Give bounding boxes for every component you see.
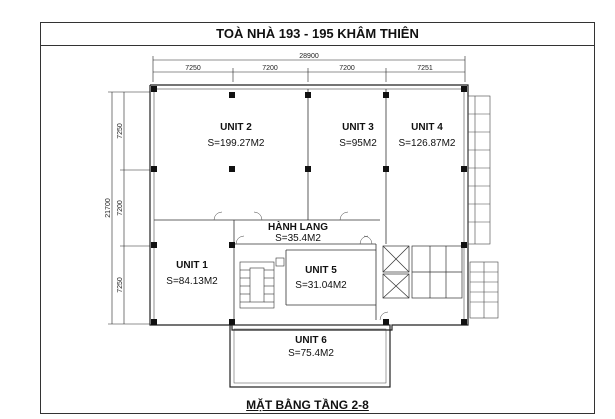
dim-bay-3: 7200 — [339, 65, 355, 72]
unit5-area: S=31.04M2 — [295, 280, 347, 291]
dim-overall-width: 28900 — [299, 53, 319, 60]
unit4-area: S=126.87M2 — [399, 138, 456, 149]
dim-overall-depth: 21700 — [105, 198, 112, 218]
left-stair — [239, 257, 285, 309]
unit5-name: UNIT 5 — [305, 265, 337, 276]
corridor-name: HÀNH LANG — [268, 220, 328, 233]
left-dimension — [108, 91, 150, 325]
drawing-frame — [40, 22, 595, 414]
unit3-name: UNIT 3 — [342, 122, 374, 133]
top-dimension — [152, 56, 466, 82]
unit1-name: UNIT 1 — [176, 260, 208, 271]
right-exterior-stair — [469, 261, 499, 319]
dim-bay-1: 7250 — [185, 65, 201, 72]
unit2-name: UNIT 2 — [220, 122, 252, 133]
unit6-inner — [233, 328, 387, 384]
unit4-name: UNIT 4 — [411, 122, 443, 133]
dim-bay-4: 7251 — [417, 65, 433, 72]
floor-plan-caption: MẶT BẰNG TẦNG 2-8 — [246, 398, 369, 412]
dim-bay-2: 7200 — [262, 65, 278, 72]
dim-row-1: 7250 — [117, 123, 124, 139]
unit6-name: UNIT 6 — [295, 335, 327, 346]
corridor-area: S=35.4M2 — [275, 233, 321, 244]
unit2-area: S=199.27M2 — [208, 138, 265, 149]
unit6-block — [229, 324, 391, 388]
dim-row-2: 7200 — [117, 200, 124, 216]
columns — [151, 86, 467, 325]
drawing-title: TOÀ NHÀ 193 - 195 KHÂM THIÊN — [216, 26, 419, 41]
door-swings — [213, 211, 389, 321]
title-bar: TOÀ NHÀ 193 - 195 KHÂM THIÊN — [40, 22, 595, 46]
service-core — [382, 245, 463, 299]
dim-row-3: 7250 — [117, 277, 124, 293]
unit3-area: S=95M2 — [339, 138, 377, 149]
unit6-area: S=75.4M2 — [288, 348, 334, 359]
unit1-area: S=84.13M2 — [166, 276, 218, 287]
right-balcony — [467, 95, 491, 245]
